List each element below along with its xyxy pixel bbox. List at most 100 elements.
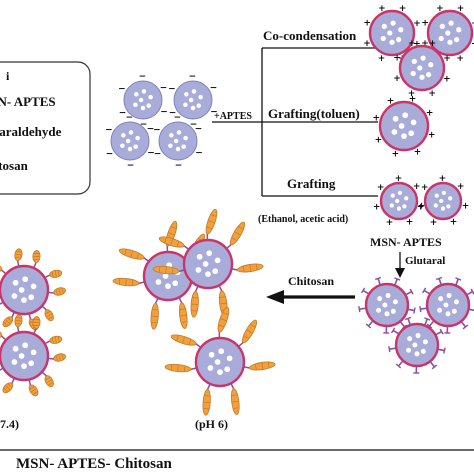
pore-dot [397,190,403,196]
legend-box [0,61,91,195]
linker-stub [32,328,37,335]
grafting-ethanol-particle: +++++++ [373,174,425,228]
negative-charge-icon: − [174,113,182,123]
positive-charge-icon: + [378,54,386,64]
label-msn-aptes: MSN- APTES [370,235,442,249]
positive-charge-icon: + [377,183,385,193]
pore-dot [30,283,37,290]
positive-charge-icon: + [373,203,381,213]
negative-charge-icon: − [153,125,161,135]
pore-dot [398,27,404,33]
pore-dot [390,193,395,198]
pore-dot [440,206,446,211]
linker-head [394,277,401,281]
pore-dot [408,130,415,137]
pore-dot [18,287,25,293]
linker-stub [423,318,428,326]
pore-dot [191,89,197,94]
linker-stub [466,290,473,296]
pore-dot [441,190,447,196]
pore-dot [11,293,18,299]
negative-charge-icon: − [119,108,127,118]
grafting-toluene-particle: ++++++++ [373,94,436,159]
negative-charge-icon: − [154,149,162,159]
pore-dot [208,351,215,358]
pore-dot [419,74,425,80]
linker-head [390,327,396,334]
pore-dot [438,296,444,302]
pore-dot [207,365,214,371]
label-chitosan: Chitosan [288,274,334,288]
linker-stub [362,289,370,295]
negative-charge-icon: − [140,120,148,130]
positive-charge-icon: + [417,203,425,213]
pore-dot [377,296,383,302]
pore-dot [169,133,174,138]
negative-charge-icon: − [105,125,113,135]
linker-stub [11,311,16,318]
negative-charge-icon: − [190,120,198,130]
co-condensation-particle: ++++++++ [363,4,421,64]
positive-charge-icon: + [378,4,386,14]
linker-stub [1,335,7,341]
linker-stub [428,320,435,327]
linker-stub [397,360,404,367]
positive-charge-icon: + [426,108,434,118]
legend-marker: i [6,69,10,83]
positive-charge-icon: + [421,183,429,193]
linker-stub [407,308,415,312]
pore-dot [445,311,451,317]
pore-dot [448,196,453,201]
pore-dot [381,23,387,30]
pore-dot [391,129,398,135]
pore-dot [385,293,391,299]
pore-dot [135,135,140,141]
positive-charge-icon: + [408,89,416,99]
pore-dot [202,261,209,267]
linker-stub [32,262,37,269]
linker-head [443,347,446,354]
chitosan-chain-icon [0,263,3,273]
pore-dot [395,36,402,43]
positive-charge-icon: + [439,174,447,184]
linker-stub [392,329,400,335]
pore-dot [433,203,438,208]
pore-dot [214,359,221,365]
positive-charge-icon: + [421,18,429,28]
linker-stub [438,278,443,286]
pore-dot [439,23,445,30]
linker-stub [399,320,406,328]
chitosan-particle-ph6 [152,208,264,318]
positive-charge-icon: + [462,202,470,212]
pore-dot [133,144,138,149]
pore-dot [134,92,139,97]
pore-dot [140,105,146,111]
pore-dot [446,293,452,299]
bare-msn-particle: −−−−−− [168,72,218,130]
pore-dot [415,333,421,339]
pore-dot [453,36,460,43]
pore-dot [138,97,144,103]
pore-dot [128,130,134,135]
pore-dot [434,193,439,198]
pore-dot [198,94,203,100]
pore-dot [407,336,413,342]
pore-dot [382,302,388,308]
positive-charge-icon: + [428,89,436,99]
negative-charge-icon: − [210,84,218,94]
pore-dot [392,299,398,305]
linker-head [395,363,402,369]
label-ph-left: 7.4) [0,417,19,431]
linker-stub [377,278,382,286]
linker-stub [11,377,16,384]
bare-msn-particle: −−−−−− [153,113,203,171]
linker-stub [44,274,51,279]
positive-charge-icon: + [363,18,371,28]
glutaraldehyde-particle [419,276,474,334]
positive-charge-icon: + [450,217,458,227]
pore-dot [195,267,202,273]
positive-charge-icon: + [409,94,417,104]
linker-stub [367,320,374,327]
linker-stub [429,360,436,368]
label-grafting-solvent: (Ethanol, acetic acid) [258,214,348,225]
